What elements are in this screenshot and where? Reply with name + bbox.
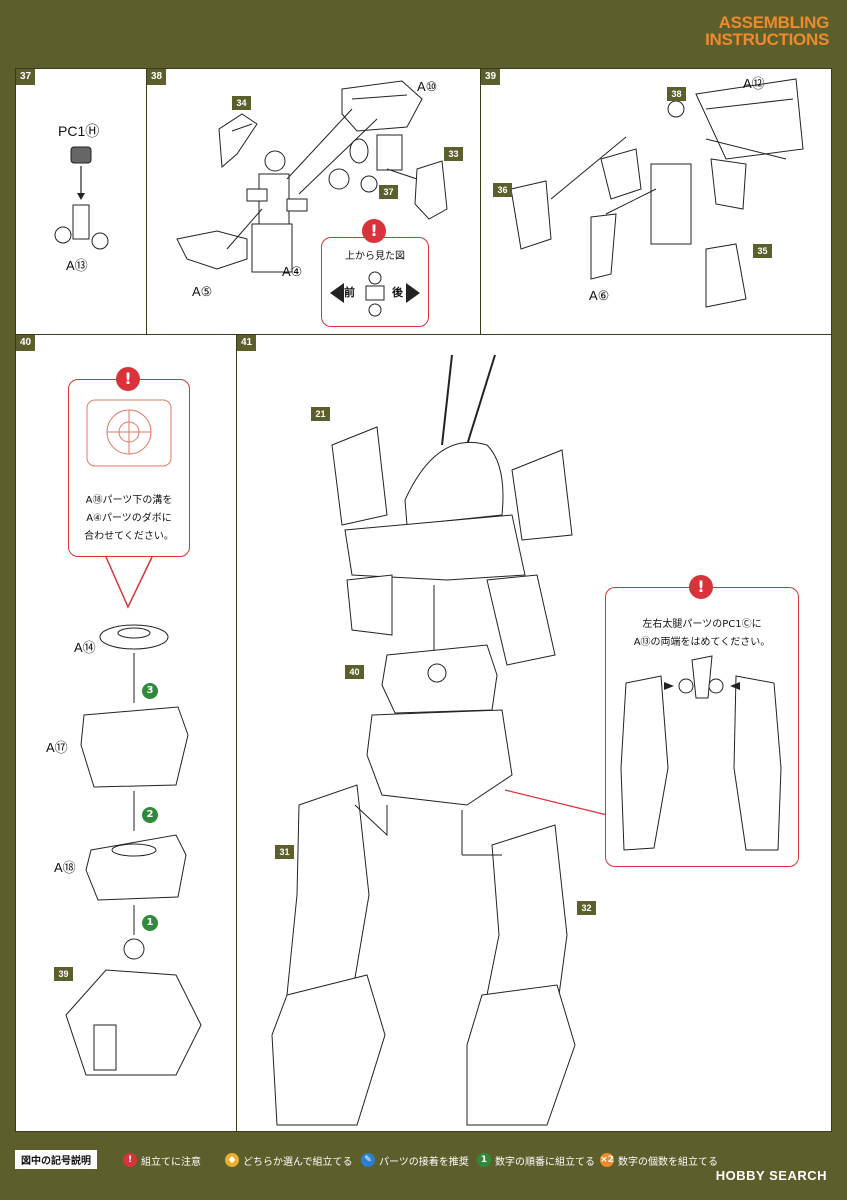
part-a12-label: A⑫ [743,76,765,91]
thigh-note-line1: 左右太腿パーツのPC1Ⓒに [642,619,762,630]
alignment-note-line2: A④パーツのダボに [86,513,172,524]
step-38-panel: 38 34 A⑩ 33 37 A④ A⑤ 上から見た図 [146,68,482,336]
top-view-diagram [330,271,420,317]
legend-glue-label: パーツの接着を推奨 [379,1156,469,1168]
part-tag-33: 33 [444,147,463,161]
alignment-note: A⑱パーツ下の溝を A④パーツのダボに 合わせてください。 [68,379,190,557]
choose-icon: ◆ [225,1153,239,1167]
part-tag-39: 39 [54,967,73,981]
part-a14-label: A⑭ [74,640,96,655]
part-tag-21: 21 [311,407,330,421]
warning-icon: ! [689,575,713,599]
step-39-drawing [510,78,804,308]
legend-item-choose: ◆ どちらか選んで組立てる [225,1150,353,1170]
part-a18-label: A⑱ [54,860,76,875]
legend-count-label: 数字の個数を組立てる [618,1156,718,1168]
part-tag-38: 38 [667,87,686,101]
part-a13-label: A⑬ [66,258,88,273]
step-number: 40 [16,335,35,351]
step-41-panel: 41 21 40 31 32 左右太腿パーツのPC1Ⓒに A⑬の両端をはめてくだ… [236,334,832,1132]
legend-item-glue: ✎ パーツの接着を推奨 [361,1150,469,1170]
legend-title: 図中の記号説明 [15,1150,97,1169]
legend-item-caution: ! 組立てに注意 [123,1150,201,1170]
top-view-note: 上から見た図 前 後 [321,237,429,327]
symbol-legend: 図中の記号説明 ! 組立てに注意 ◆ どちらか選んで組立てる ✎ パーツの接着を… [15,1150,755,1170]
part-tag-37: 37 [379,185,398,199]
legend-item-order: 1 数字の順番に組立てる [477,1150,595,1170]
part-tag-36: 36 [493,183,512,197]
part-a4-label: A④ [282,264,303,279]
legend-order-label: 数字の順番に組立てる [495,1156,595,1168]
step-40-drawing [65,556,202,1076]
part-tag-34: 34 [232,96,251,110]
legend-caution-label: 組立てに注意 [141,1156,201,1168]
step-40-panel: 40 A⑱パーツ下の溝を A④パーツのダボに 合わせてください。 ! A⑭ 3 … [15,334,238,1132]
header-line2: INSTRUCTIONS [705,30,829,49]
order-marker-2: 2 [142,807,158,823]
header-line1: ASSEMBLING [718,13,830,32]
part-a6-label: A⑥ [589,288,610,303]
step-37-drawing [54,146,109,250]
part-a5-label: A⑤ [192,284,213,299]
page-header: ASSEMBLING INSTRUCTIONS [705,14,829,48]
step-number: 38 [147,69,166,85]
glue-icon: ✎ [361,1153,375,1167]
front-label: 前 [344,287,355,299]
part-tag-31: 31 [275,845,294,859]
count-icon: ×2 [600,1153,614,1167]
thigh-attach-note: 左右太腿パーツのPC1Ⓒに A⑬の両端をはめてください。 [605,587,799,867]
step-37-panel: 37 PC1Ⓗ A⑬ [15,68,148,336]
caution-icon: ! [123,1153,137,1167]
order-marker-3: 3 [142,683,158,699]
part-tag-40: 40 [345,665,364,679]
order-marker-1: 1 [142,915,158,931]
watermark: HOBBY SEARCH [715,1168,827,1183]
step-number: 41 [237,335,256,351]
order-icon: 1 [477,1153,491,1167]
alignment-note-line1: A⑱パーツ下の溝を [85,495,173,506]
legend-choose-label: どちらか選んで組立てる [243,1156,353,1168]
thigh-attach-diagram [620,655,782,851]
step-38-drawing [176,80,448,273]
warning-icon: ! [362,219,386,243]
alignment-detail [86,399,172,467]
thigh-note-line2: A⑬の両端をはめてください。 [633,637,771,648]
warning-icon: ! [116,367,140,391]
step-number: 37 [16,69,35,85]
part-a17-label: A⑰ [46,740,68,755]
part-tag-35: 35 [753,244,772,258]
step-39-panel: 39 A⑫ 38 36 35 A⑥ [480,68,832,336]
top-view-note-text: 上から見た図 [345,251,405,262]
part-a10-label: A⑩ [417,79,438,94]
alignment-note-line3: 合わせてください。 [84,531,174,542]
part-tag-32: 32 [577,901,596,915]
legend-item-count: ×2 数字の個数を組立てる [600,1150,718,1170]
step-41-drawing [271,354,608,1126]
step-number: 39 [481,69,500,85]
pc-part-label: PC1Ⓗ [58,123,100,139]
back-label: 後 [392,287,403,299]
